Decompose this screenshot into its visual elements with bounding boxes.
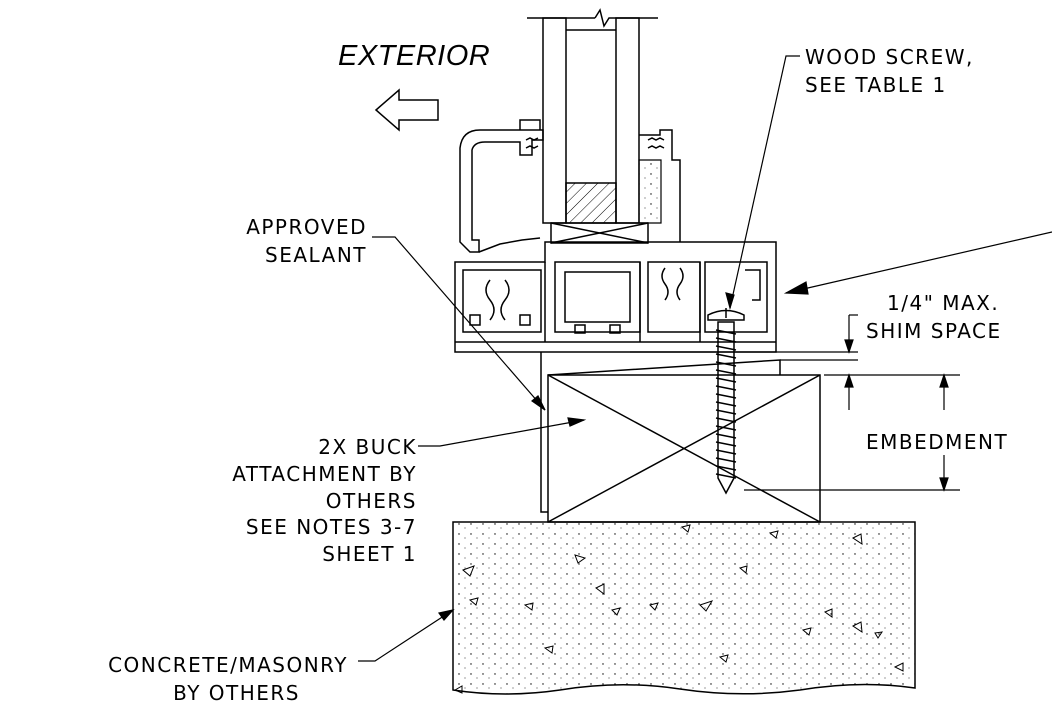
shim-label-line-1: 1/4" MAX. [887, 291, 1000, 315]
embedment-label: EMBEDMENT [866, 430, 1009, 454]
buck-label-line-3: OTHERS [325, 489, 417, 513]
dimension-marks [845, 315, 948, 490]
buck-label-line-4: SEE NOTES 3-7 [245, 515, 417, 539]
glass-spacer [566, 183, 616, 223]
window-frame-extrusion [455, 242, 776, 352]
interior-glazing-tape [639, 160, 661, 223]
concrete-substrate [453, 522, 915, 694]
exterior-glazing-bead [460, 120, 543, 252]
interior-glazing-bead [639, 130, 680, 242]
exterior-label: EXTERIOR [338, 40, 491, 72]
buck-label-line-5: SHEET 1 [322, 542, 417, 566]
concrete-label-line-1: CONCRETE/MASONRY [108, 653, 348, 677]
shim [548, 360, 780, 375]
sealant-label-line-2: SEALANT [265, 243, 367, 267]
sealant-label-line-1: APPROVED [246, 215, 367, 239]
buck-label-line-2: ATTACHMENT BY [232, 462, 417, 486]
exterior-direction-arrow-icon [376, 90, 438, 130]
wood-screw-icon [708, 308, 744, 493]
buck-label-line-1: 2X BUCK [318, 435, 417, 459]
setting-block [551, 223, 648, 243]
wood-buck [548, 375, 820, 522]
wood-screw-label-line-1: WOOD SCREW, [805, 45, 974, 69]
concrete-label-line-2: BY OTHERS [173, 681, 300, 705]
leader-lines [358, 56, 1052, 661]
wood-screw-label-line-2: SEE TABLE 1 [805, 73, 947, 97]
shim-label-line-2: SHIM SPACE [866, 319, 1002, 343]
sealant-bead [541, 352, 548, 512]
